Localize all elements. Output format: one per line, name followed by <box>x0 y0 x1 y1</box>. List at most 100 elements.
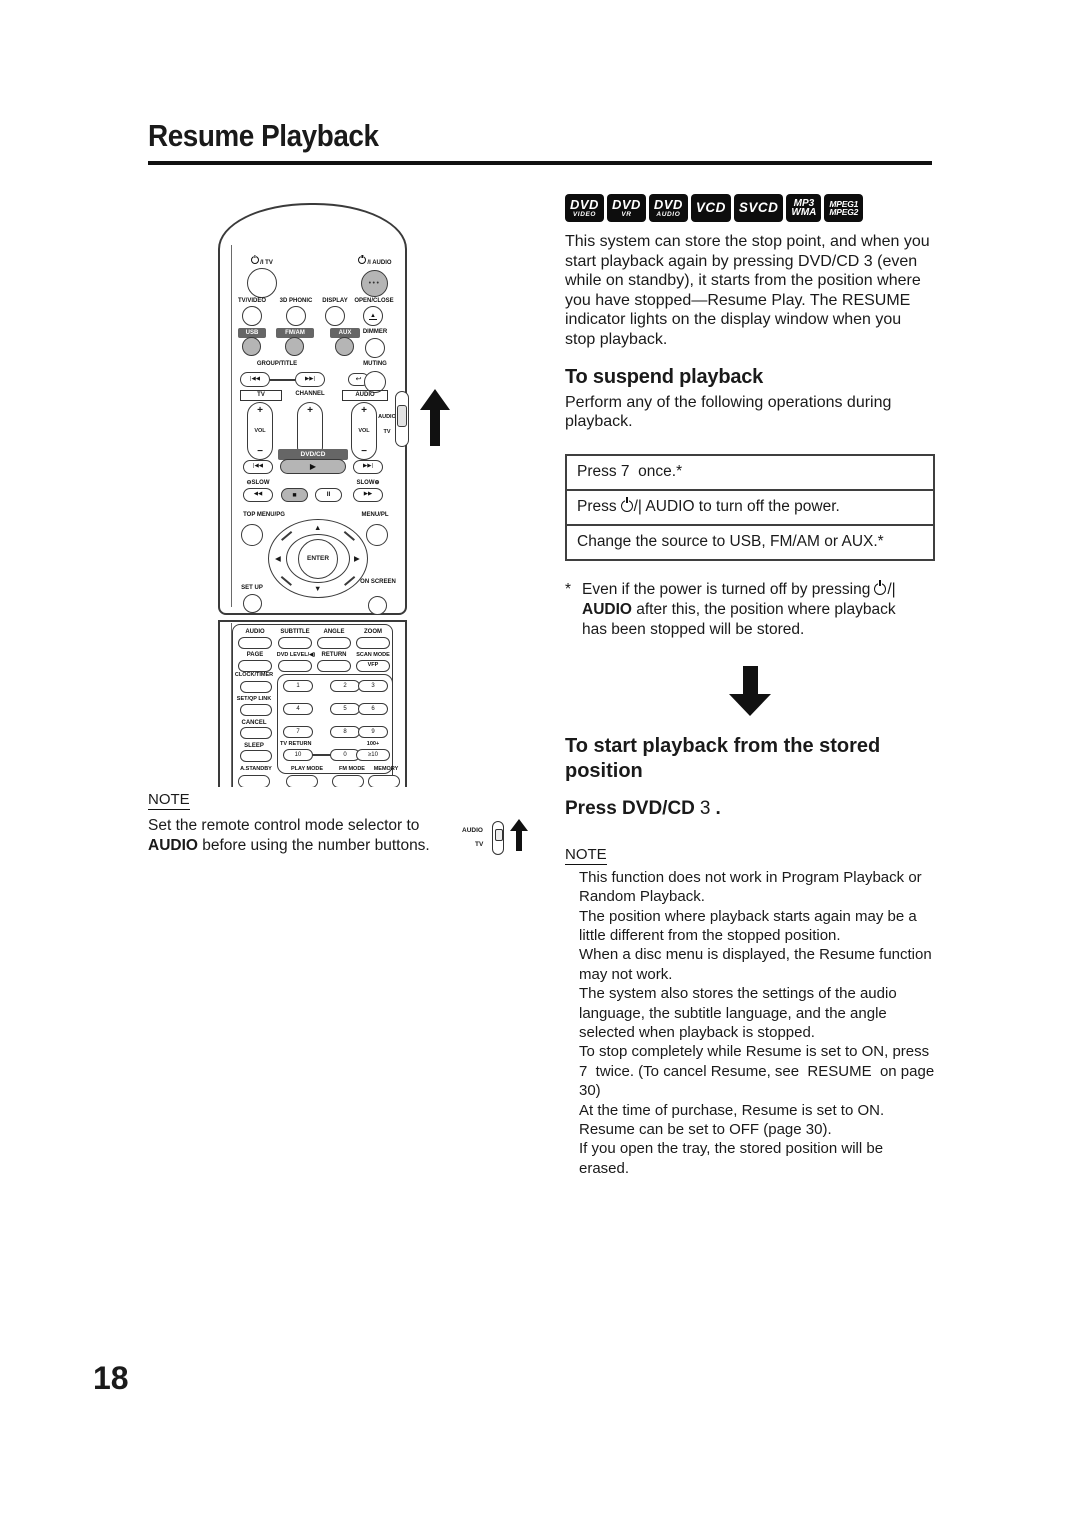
page-button <box>238 660 272 672</box>
key-8: 8 <box>330 726 360 738</box>
sleep-button <box>240 750 272 762</box>
key-6: 6 <box>358 703 388 715</box>
menu-pl-button <box>366 524 388 546</box>
remote-mode-switch-knob <box>397 405 407 427</box>
aux-label: AUX <box>330 328 360 338</box>
footnote: * Even if the power is turned off by pre… <box>565 580 896 638</box>
pause-button: II <box>315 488 342 502</box>
power-icon <box>358 256 367 264</box>
dvd-cd-label: DVD/CD <box>278 449 348 460</box>
cancel-label: CANCEL <box>241 720 267 726</box>
note-item: The system also stores the settings of t… <box>579 985 897 1041</box>
play-button: ▶ <box>280 459 346 474</box>
power-icon <box>874 582 887 595</box>
clock-timer-label: CLOCK/TIMER <box>234 672 274 678</box>
tv-return-label: TV RETURN <box>280 741 312 747</box>
key-4: 4 <box>283 703 313 715</box>
memory-button <box>368 775 400 787</box>
dpad-ring <box>268 519 368 598</box>
figure-audio-label: AUDIO <box>462 827 483 834</box>
usb-label: USB <box>238 328 266 338</box>
set-qp-link-label: SET/QP LINK <box>236 696 272 702</box>
note-item: When a disc menu is displayed, the Resum… <box>579 946 932 983</box>
suspend-body: Perform any of the following operations … <box>565 393 892 431</box>
cancel-button <box>240 727 272 739</box>
vfp-button: VFP <box>356 660 390 672</box>
page-label: PAGE <box>246 652 264 658</box>
key-9: 9 <box>358 726 388 738</box>
figure-switch-knob <box>495 829 503 841</box>
left-arrow-icon: ◀ <box>275 554 281 563</box>
footnote-star: * <box>565 580 572 598</box>
key-10: 10 <box>283 749 313 761</box>
subtitle-button <box>278 637 312 649</box>
page-title: Resume Playback <box>148 118 379 153</box>
skip-forward-button: ▶▶| <box>353 460 383 474</box>
right-arrow-icon: ▶ <box>354 554 360 563</box>
note-item: To stop completely while Resume is set t… <box>579 1043 935 1100</box>
previous-button: |◀◀ <box>240 372 270 387</box>
table-row: Press 7 once.* <box>567 456 933 491</box>
return-button <box>317 660 351 672</box>
remote-left-edge-line <box>231 623 232 787</box>
scan-mode-label: SCAN MODE <box>356 652 390 658</box>
audio-button <box>238 637 272 649</box>
audio-rocker-label: AUDIO <box>342 390 388 401</box>
power-audio-button: ••• <box>361 270 388 297</box>
slow-minus-label: ⊖SLOW <box>246 480 270 486</box>
figure-up-arrow <box>510 819 528 851</box>
dvd-level-label: DVD LEVEL/◀) <box>276 652 316 658</box>
tv-video-label: TV/VIDEO <box>237 298 266 304</box>
note-heading: NOTE <box>148 791 190 810</box>
group-title-label: GROUP/TITLE <box>256 361 298 367</box>
slow-plus-label: SLOW⊕ <box>356 480 380 486</box>
3d-phonic-label: 3D PHONIC <box>279 298 313 304</box>
tv-video-button <box>242 306 262 326</box>
dpad-inner-ring <box>286 534 350 583</box>
channel-rocker-label: CHANNEL <box>295 391 325 397</box>
a-standby-label: A.STANDBY <box>240 766 272 772</box>
next-button: ▶▶| <box>295 372 325 387</box>
memory-label: MEMORY <box>373 766 399 772</box>
power-icon <box>620 499 633 512</box>
open-close-button: ▲ <box>363 306 383 326</box>
mode-switch-tv-label: TV <box>383 429 391 435</box>
suspend-options-table: Press 7 once.* Press/| AUDIO to turn off… <box>565 453 935 561</box>
direction-pad: ▲ ▼ ◀ ▶ ENTER <box>268 519 368 598</box>
muting-button <box>364 371 386 393</box>
set-up-button <box>243 594 262 613</box>
up-arrow-icon: ▲ <box>314 523 322 532</box>
fast-forward-button: ▶▶ <box>353 488 383 502</box>
play-mode-button <box>286 775 318 787</box>
fm-am-button <box>285 337 304 356</box>
note-item: At the time of purchase, Resume is set t… <box>579 1101 885 1139</box>
muting-label: MUTING <box>363 361 387 367</box>
note-item: If you open the tray, the stored positio… <box>579 1140 884 1177</box>
fm-am-label: FM/AM <box>276 328 314 338</box>
subtitle-label: SUBTITLE <box>280 629 310 635</box>
sleep-label: SLEEP <box>244 743 264 749</box>
figure-tv-label: TV <box>475 841 484 848</box>
note-text: Set the remote control mode selector to … <box>148 817 430 854</box>
table-row: Press/| AUDIO to turn off the power. <box>567 491 933 526</box>
dimmer-label: DIMMER <box>362 329 388 335</box>
remote-left-edge-line <box>231 245 232 607</box>
open-close-label: OPEN/CLOSE <box>354 298 394 304</box>
audio-button-label: AUDIO <box>245 629 265 635</box>
note-list: This function does not work in Program P… <box>565 868 935 1179</box>
stop-button: ■ <box>281 488 308 502</box>
enter-button: ENTER <box>298 538 338 579</box>
audio-volume-rocker: + VOL − <box>351 402 377 460</box>
fm-mode-label: FM MODE <box>339 766 365 772</box>
on-screen-button <box>368 596 387 615</box>
menu-pl-label: MENU/PL <box>361 512 389 518</box>
mode-switch-audio-label: AUDIO <box>378 414 396 420</box>
